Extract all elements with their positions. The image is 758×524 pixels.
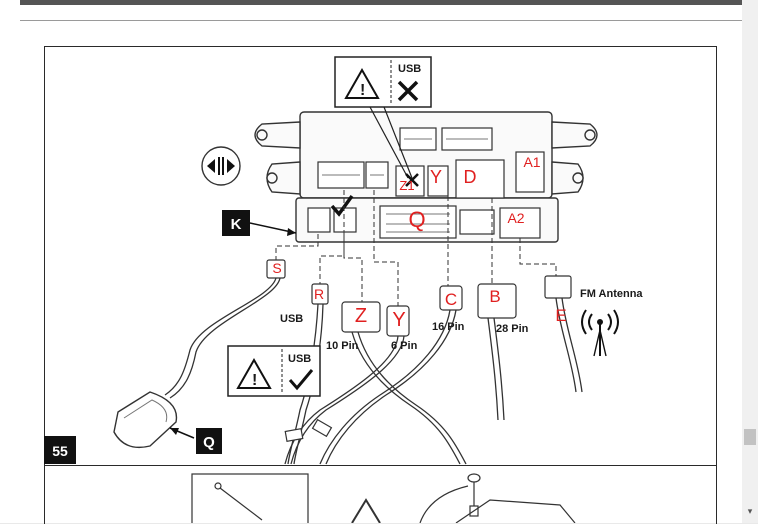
warning-triangle-icon (236, 357, 272, 389)
cable-ties (284, 418, 333, 443)
cables (164, 277, 583, 465)
slide-arrows-icon (201, 146, 241, 186)
d-marker: D (464, 167, 477, 187)
q-label: Q (203, 434, 215, 451)
vertical-scrollbar[interactable] (742, 0, 758, 523)
next-figure-preview (191, 473, 576, 523)
check-icon (330, 194, 354, 217)
b-marker: B (489, 287, 500, 306)
page-divider (20, 20, 742, 21)
svg-text:K: K (231, 216, 242, 233)
page-top-rule (20, 0, 742, 5)
pin16-label: 16 Pin (432, 321, 465, 333)
warning-triangle-icon: ! (360, 82, 365, 99)
usb-warning-callout: ! USB (334, 56, 432, 179)
k-label: K (222, 210, 297, 236)
cross-icon (405, 173, 419, 187)
svg-text:55: 55 (52, 443, 68, 459)
pin6-label: 6 Pin (391, 340, 418, 352)
r-marker: R (314, 286, 324, 302)
scrollbar-thumb[interactable] (744, 429, 756, 445)
y-marker: Y (392, 309, 405, 331)
pin10-label: 10 Pin (326, 340, 359, 352)
antenna-icon (581, 309, 619, 357)
c-marker: C (445, 290, 457, 309)
gps-antenna: Q (113, 391, 222, 454)
fm-antenna-label: FM Antenna (580, 288, 643, 300)
e-marker: E (555, 306, 566, 325)
q-marker: Q (408, 207, 425, 232)
y-top-marker: Y (430, 167, 442, 187)
a1-marker: A1 (523, 154, 540, 170)
figure-number: 55 (44, 436, 76, 464)
z-marker: Z (355, 305, 367, 327)
check-icon (288, 369, 314, 391)
cable-plugs (266, 259, 572, 337)
usb-ok-note: ! USB (227, 345, 321, 397)
usb-top-label: USB (398, 63, 421, 75)
next-figure-frame (44, 464, 717, 524)
z1-marker: Z1 (399, 178, 414, 193)
connector-pins (322, 138, 488, 233)
scroll-down-arrow-icon[interactable]: ▾ (747, 506, 753, 516)
cross-icon (397, 80, 419, 102)
usb-cable-label: USB (280, 313, 303, 325)
s-marker: S (272, 260, 281, 276)
svg-text:!: ! (252, 372, 257, 389)
leader-lines (275, 190, 557, 308)
pin28-label: 28 Pin (496, 323, 529, 335)
a2-marker: A2 (507, 210, 524, 226)
usb-ok-label: USB (288, 353, 311, 365)
figure-frame (44, 46, 717, 466)
